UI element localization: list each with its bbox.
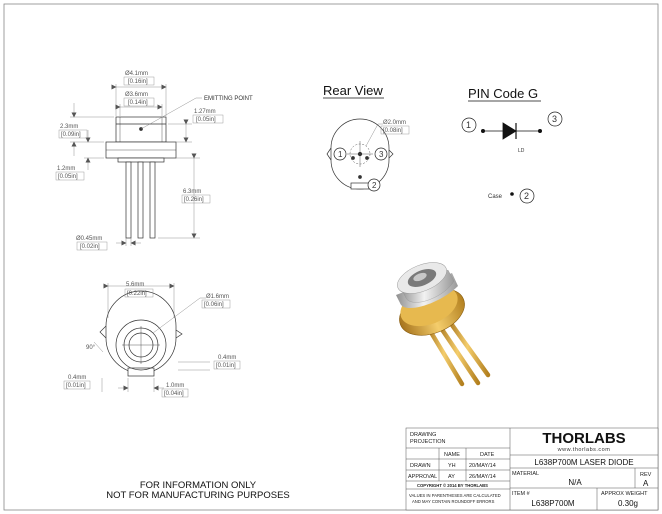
rear-pin-1: 1 xyxy=(338,150,343,159)
tb-projection: PROJECTION xyxy=(410,439,445,445)
rear-pin-2: 2 xyxy=(372,181,377,190)
dim-hole: Ø1.6mm xyxy=(206,294,229,300)
tb-website: www.thorlabs.com xyxy=(557,447,611,453)
tb-weight-value: 0.30g xyxy=(618,499,638,508)
dim-top-width-in: [0.22in] xyxy=(127,291,147,297)
top-view xyxy=(99,290,183,377)
dim-key: 1.0mm xyxy=(166,383,184,389)
tb-col-name: NAME xyxy=(444,452,460,458)
rear-pin-1-marker xyxy=(333,147,347,161)
rear-pin-3-marker xyxy=(374,147,388,161)
tb-item-label: ITEM # xyxy=(512,491,531,497)
dim-window-dia-in: [0.14in] xyxy=(128,100,148,106)
case-pin-marker xyxy=(519,188,535,204)
lead-left xyxy=(125,161,132,239)
notice-line-2: NOT FOR MANUFACTURING PURPOSES xyxy=(106,490,290,501)
dim-left-in: [0.01in] xyxy=(66,383,86,389)
dim-emit-height: 1.27mm xyxy=(194,109,216,115)
dim-pin-circle-in: [0.08in] xyxy=(383,128,403,134)
tb-col-date: DATE xyxy=(480,452,495,458)
dim-can-dia-in: [0.16in] xyxy=(128,79,148,85)
dim-can-height: 2.3mm xyxy=(60,124,78,130)
pin-code-3: 3 xyxy=(552,114,557,124)
dim-lead-length: 6.3mm xyxy=(183,189,201,195)
dim-pin-circle: Ø2.0mm xyxy=(383,120,406,126)
tb-row-approval: APPROVAL xyxy=(408,474,437,480)
side-view xyxy=(105,116,177,239)
tb-copyright: COPYRIGHT © 2014 BY THORLABS xyxy=(417,483,488,488)
pin-code-3-marker xyxy=(547,111,563,127)
tb-weight-label: APPROX WEIGHT xyxy=(601,491,648,497)
dim-emit-height-in: [0.05in] xyxy=(196,117,216,123)
notice-line-1: FOR INFORMATION ONLY xyxy=(140,480,257,491)
case-dot xyxy=(510,192,514,196)
dim-left: 0.4mm xyxy=(68,375,86,381)
sheet-border xyxy=(3,3,659,511)
tb-approval-date: 26/MAY/14 xyxy=(469,474,496,480)
tb-part-title: L638P700M LASER DIODE xyxy=(534,458,633,467)
tb-drawn-name: YH xyxy=(448,463,456,469)
emitting-point-label: EMITTING POINT xyxy=(204,96,253,102)
tb-drawing: DRAWING xyxy=(410,432,436,438)
tb-approval-name: AY xyxy=(448,474,455,480)
dim-flange-height-in: [0.05in] xyxy=(58,174,78,180)
tb-values-note-2: AND MAY CONTAIN ROUNDOFF ERRORS xyxy=(412,499,495,504)
rear-view xyxy=(326,118,394,190)
rear-pin-3: 3 xyxy=(379,150,384,159)
tb-material-label: MATERIAL xyxy=(512,471,539,477)
dim-can-height-in: [0.09in] xyxy=(61,132,81,138)
dim-key-in: [0.04in] xyxy=(164,391,184,397)
title-block xyxy=(405,427,659,511)
tb-row-drawn: DRAWN xyxy=(410,463,431,469)
ld-label: LD xyxy=(518,148,525,154)
pin-code-1: 1 xyxy=(466,120,471,130)
tb-material-value: N/A xyxy=(568,478,582,487)
laser-diode-symbol xyxy=(480,122,543,140)
tb-logo: THORLABS xyxy=(542,430,625,447)
dim-flange-height: 1.2mm xyxy=(57,166,75,172)
case-label: Case xyxy=(488,194,503,200)
dim-hole-in: [0.06in] xyxy=(204,302,224,308)
tb-drawn-date: 20/MAY/14 xyxy=(469,463,496,469)
tb-values-note-1: VALUES IN PARENTHESES ARE CALCULATED xyxy=(409,493,501,498)
dim-top-width: 5.6mm xyxy=(126,282,144,288)
pin-code-1-marker xyxy=(461,117,477,133)
dim-notch-in: [0.01in] xyxy=(216,363,236,369)
case-pin: 2 xyxy=(524,191,529,201)
dim-can-dia: Ø4.1mm xyxy=(125,71,148,77)
dim-angle: 90° xyxy=(86,345,96,351)
dim-window-dia: Ø3.6mm xyxy=(125,92,148,98)
pin-code-title: PIN Code G xyxy=(468,86,538,101)
dim-lead-dia: Ø0.45mm xyxy=(76,236,102,242)
tb-rev-label: REV xyxy=(640,472,652,478)
rear-pin-2-marker xyxy=(367,178,381,192)
dim-notch: 0.4mm xyxy=(218,355,236,361)
tb-item-value: L638P700M xyxy=(531,499,574,508)
lead-right xyxy=(149,161,156,239)
tb-rev-value: A xyxy=(643,479,649,488)
lead-middle xyxy=(137,161,144,239)
rear-view-title: Rear View xyxy=(323,83,383,98)
dim-lead-length-in: [0.26in] xyxy=(184,197,204,203)
dim-lead-dia-in: [0.02in] xyxy=(80,244,100,250)
laser-diode-render xyxy=(396,262,491,387)
